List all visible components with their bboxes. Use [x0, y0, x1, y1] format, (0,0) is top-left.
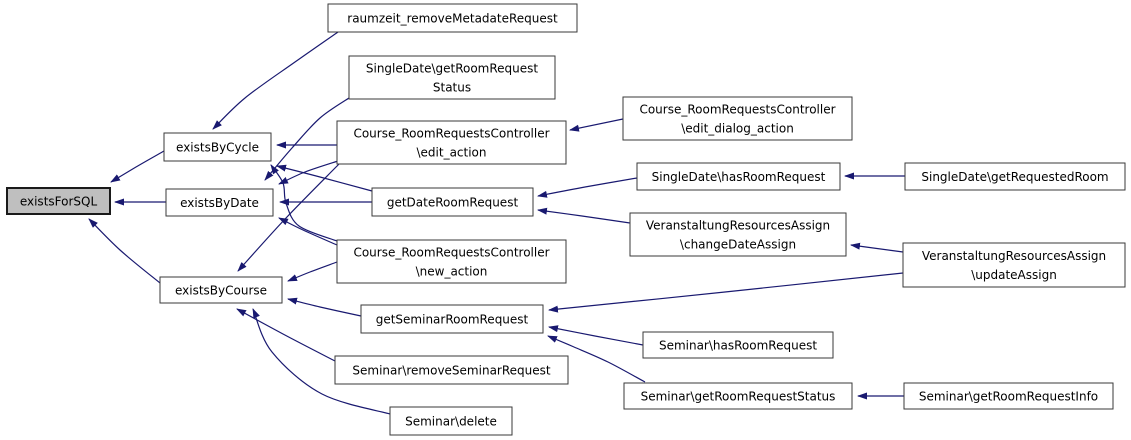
node-SingleDate_getRoomRequestStatus[interactable]: SingleDate\getRoomRequestStatus	[348, 55, 556, 100]
node-label: \changeDateAssign	[680, 238, 796, 252]
node-existsByDate[interactable]: existsByDate	[165, 188, 274, 217]
node-label: Course_RoomRequestsController	[353, 246, 549, 260]
node-Course_edit_dialog_action[interactable]: Course_RoomRequestsController \edit_dialo…	[622, 96, 853, 141]
node-SingleDate_getRequestedRoom[interactable]: SingleDate\getRequestedRoom	[904, 162, 1126, 191]
node-Seminar_delete[interactable]: Seminar\delete	[389, 406, 513, 436]
node-existsForSQL[interactable]: existsForSQL	[6, 187, 111, 215]
nodes-layer: existsForSQL existsByCycle existsByDate exi…	[6, 3, 1126, 436]
node-box[interactable]	[642, 331, 834, 359]
node-box[interactable]	[159, 276, 283, 304]
node-label: VeranstaltungResourcesAssign	[646, 219, 830, 233]
edges-layer	[88, 31, 905, 415]
node-Course_new_action[interactable]: Course_RoomRequestsController \new_action	[336, 239, 567, 284]
node-label: existsByCycle	[176, 141, 259, 155]
node-Seminar_hasRoomRequest[interactable]: Seminar\hasRoomRequest	[642, 331, 834, 359]
node-label: getDateRoomRequest	[387, 196, 519, 210]
node-Seminar_removeSeminarRequest[interactable]: Seminar\removeSeminarRequest	[334, 355, 569, 385]
node-box[interactable]	[6, 187, 111, 215]
node-label: Seminar\removeSeminarRequest	[352, 364, 550, 378]
node-label: SingleDate\hasRoomRequest	[652, 170, 826, 184]
node-box[interactable]	[360, 304, 544, 334]
node-Seminar_getRoomRequestInfo[interactable]: Seminar\getRoomRequestInfo	[903, 382, 1114, 410]
edge-Course_new_action-to-existsByCourse	[287, 261, 338, 282]
edge-Veranstaltung_updateAssign-to-Veranstaltung_changeDateAssign	[850, 242, 904, 253]
edge-Seminar_removeSeminarRequest-to-existsByCourse	[236, 308, 336, 362]
edge-Seminar_hasRoomRequest-to-getSeminarRoomRequest	[548, 325, 644, 346]
node-Seminar_getRoomRequestStatus[interactable]: Seminar\getRoomRequestStatus	[623, 382, 853, 410]
edge-Course_edit_dialog_action-to-Course_edit_action	[569, 118, 624, 132]
node-box[interactable]	[163, 132, 272, 162]
node-Veranstaltung_updateAssign[interactable]: VeranstaltungResourcesAssign \updateAssig…	[902, 242, 1126, 288]
node-box[interactable]	[629, 212, 847, 257]
edge-getSeminarRoomRequest-to-existsByCourse	[287, 297, 362, 317]
node-label: \updateAssign	[971, 268, 1057, 282]
edge-Seminar_delete-to-existsByCourse	[252, 308, 391, 415]
node-label: SingleDate\getRequestedRoom	[921, 170, 1108, 184]
node-label: existsByDate	[180, 196, 259, 210]
node-getSeminarRoomRequest[interactable]: getSeminarRoomRequest	[360, 304, 544, 334]
node-label: raumzeit_removeMetadateRequest	[347, 12, 558, 26]
node-label: Seminar\delete	[405, 415, 497, 429]
edge-Veranstaltung_changeDateAssign-to-getDateRoomRequest	[537, 207, 631, 224]
node-Veranstaltung_changeDateAssign[interactable]: VeranstaltungResourcesAssign \changeDateA…	[629, 212, 847, 257]
node-label: \edit_action	[416, 146, 486, 160]
edge-Course_edit_action-to-existsByDate	[278, 160, 339, 185]
edge-getDateRoomRequest-to-existsByCycle	[276, 164, 373, 192]
edge-Course_edit_action-to-existsByCourse	[237, 163, 340, 272]
node-label: Seminar\getRoomRequestInfo	[919, 390, 1098, 404]
edge-Seminar_getRoomRequestStatus-to-getSeminarRoomRequest	[547, 335, 646, 383]
node-box[interactable]	[903, 382, 1114, 410]
node-raumzeit_removeMetadateRequest[interactable]: raumzeit_removeMetadateRequest	[327, 3, 578, 33]
node-box[interactable]	[904, 162, 1126, 191]
node-box[interactable]	[371, 187, 534, 217]
node-box[interactable]	[336, 239, 567, 284]
node-box[interactable]	[165, 188, 274, 217]
node-existsByCycle[interactable]: existsByCycle	[163, 132, 272, 162]
edge-raumzeit_removeMetadateRequest-to-existsByCycle	[212, 31, 339, 130]
node-label: \edit_dialog_action	[681, 122, 794, 136]
node-label: getSeminarRoomRequest	[376, 313, 529, 327]
node-label: SingleDate\getRoomRequest	[366, 62, 539, 76]
edge-SingleDate_getRoomRequestStatus-to-existsByDate	[264, 97, 350, 181]
node-box[interactable]	[623, 382, 853, 410]
node-label: Course_RoomRequestsController	[353, 127, 549, 141]
node-label: VeranstaltungResourcesAssign	[922, 249, 1106, 263]
node-SingleDate_hasRoomRequest[interactable]: SingleDate\hasRoomRequest	[636, 162, 841, 191]
node-Course_edit_action[interactable]: Course_RoomRequestsController \edit_actio…	[336, 120, 567, 165]
edge-existsByCycle-to-existsForSQL	[110, 150, 165, 183]
node-label: Course_RoomRequestsController	[639, 103, 835, 117]
edge-Veranstaltung_updateAssign-to-getSeminarRoomRequest	[548, 272, 904, 313]
node-box[interactable]	[327, 3, 578, 33]
node-box[interactable]	[348, 55, 556, 100]
node-label: Status	[433, 81, 471, 95]
node-label: existsForSQL	[20, 195, 98, 209]
node-label: \new_action	[416, 265, 488, 279]
edge-existsByCourse-to-existsForSQL	[88, 218, 161, 284]
edge-Course_new_action-to-existsByCycle	[270, 164, 338, 242]
node-box[interactable]	[902, 242, 1126, 288]
node-getDateRoomRequest[interactable]: getDateRoomRequest	[371, 187, 534, 217]
node-box[interactable]	[336, 120, 567, 165]
node-box[interactable]	[636, 162, 841, 191]
node-label: existsByCourse	[175, 284, 267, 298]
node-box[interactable]	[389, 406, 513, 436]
node-box[interactable]	[622, 96, 853, 141]
node-existsByCourse[interactable]: existsByCourse	[159, 276, 283, 304]
node-label: Seminar\hasRoomRequest	[659, 339, 817, 353]
edge-Course_new_action-to-existsByDate	[278, 217, 338, 246]
node-label: Seminar\getRoomRequestStatus	[641, 390, 836, 404]
edge-SingleDate_hasRoomRequest-to-getDateRoomRequest	[537, 177, 638, 198]
node-box[interactable]	[334, 355, 569, 385]
